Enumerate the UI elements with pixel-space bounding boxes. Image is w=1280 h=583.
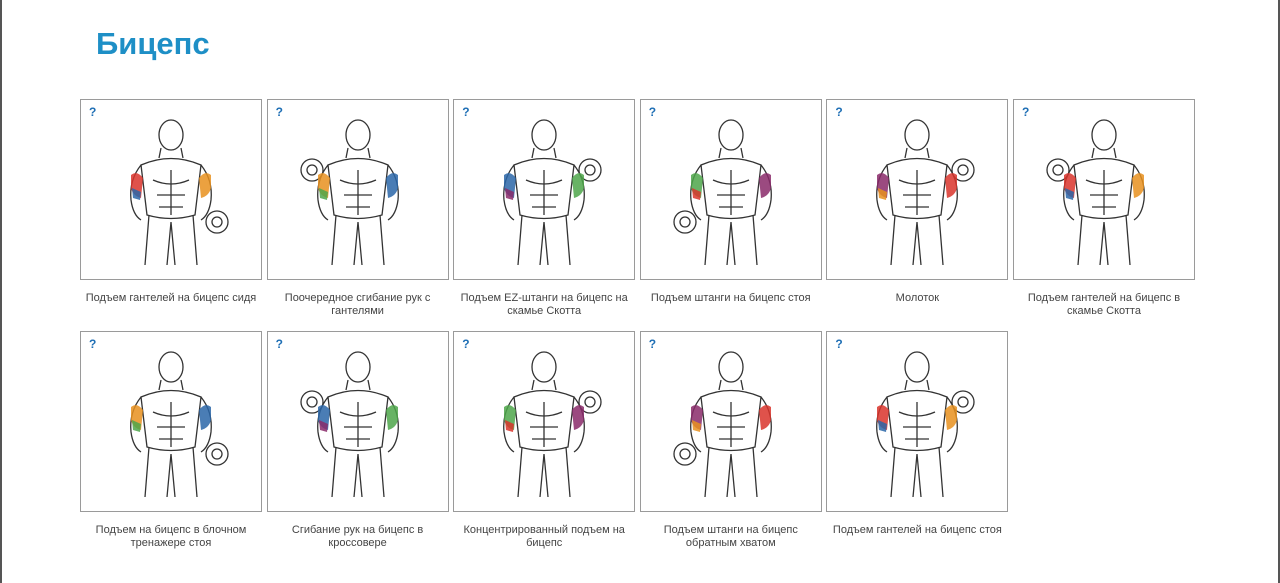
exercise-caption[interactable]: Подъем гантелей на бицепс стоя bbox=[832, 524, 1002, 536]
exercise-caption[interactable]: Подъем гантелей на бицепс в скамье Скотт… bbox=[1027, 292, 1181, 317]
exercise-item: ? Подъем штанги на бицепс стоя bbox=[639, 99, 822, 331]
exercise-item: ? Подъем на бицепс в блочном тренажере с… bbox=[80, 331, 262, 563]
exercise-card[interactable]: ? bbox=[826, 331, 1009, 512]
help-icon[interactable]: ? bbox=[648, 337, 657, 351]
exercise-illustration bbox=[130, 351, 229, 498]
exercise-caption[interactable]: Поочередное сгибание рук с гантелями bbox=[284, 292, 431, 317]
exercise-card[interactable]: ? bbox=[453, 331, 636, 512]
help-icon[interactable]: ? bbox=[1021, 105, 1030, 119]
exercise-illustration bbox=[299, 119, 399, 266]
exercise-illustration bbox=[1046, 119, 1145, 266]
exercise-card[interactable]: ? bbox=[453, 99, 636, 280]
help-icon[interactable]: ? bbox=[89, 105, 97, 119]
exercise-illustration bbox=[503, 119, 602, 266]
help-icon[interactable]: ? bbox=[462, 337, 470, 351]
exercise-grid: ? Подъем гантелей на бицепс сидя ? П bbox=[80, 99, 1195, 563]
exercise-item: ? Молоток bbox=[826, 99, 1009, 331]
window-border-left bbox=[0, 0, 2, 583]
help-icon[interactable]: ? bbox=[275, 337, 283, 351]
help-icon[interactable]: ? bbox=[275, 105, 283, 119]
exercise-item: ? Концентрированный подъем на бицепс bbox=[453, 331, 636, 563]
help-icon[interactable]: ? bbox=[648, 105, 657, 119]
page-title: Бицепс bbox=[96, 26, 210, 61]
exercise-card[interactable]: ? bbox=[639, 99, 822, 280]
exercise-caption[interactable]: Сгибание рук на бицепс в кроссовере bbox=[291, 524, 424, 549]
exercise-item: ? Подъем гантелей на бицепс стоя bbox=[826, 331, 1009, 563]
exercise-caption[interactable]: Концентрированный подъем на бицепс bbox=[463, 524, 625, 549]
exercise-item: ? Подъем штанги на бицепс обратным хвато… bbox=[639, 331, 822, 563]
exercise-caption[interactable]: Подъем EZ-штанги на бицепс на скамье Ско… bbox=[460, 292, 628, 317]
exercise-card[interactable]: ? bbox=[1012, 99, 1195, 280]
exercise-illustration bbox=[503, 351, 602, 498]
exercise-card[interactable]: ? bbox=[826, 99, 1009, 280]
exercise-caption[interactable]: Подъем гантелей на бицепс сидя bbox=[85, 292, 257, 304]
exercise-caption[interactable]: Молоток bbox=[895, 292, 940, 304]
exercise-item: ? Подъем гантелей на бицепс в скамье Ско… bbox=[1012, 99, 1195, 331]
exercise-item: ? Подъем EZ-штанги на бицепс на скамье С… bbox=[453, 99, 636, 331]
exercise-illustration bbox=[130, 119, 229, 266]
window-border-right bbox=[1278, 0, 1280, 583]
help-icon[interactable]: ? bbox=[835, 337, 843, 351]
exercise-illustration bbox=[299, 351, 399, 498]
exercise-item: ? Поочередное сгибание рук с гантелями bbox=[266, 99, 449, 331]
exercise-illustration bbox=[673, 351, 772, 498]
exercise-card[interactable]: ? bbox=[639, 331, 822, 512]
exercise-caption[interactable]: Подъем штанги на бицепс стоя bbox=[650, 292, 811, 304]
exercise-item: ? Подъем гантелей на бицепс сидя bbox=[80, 99, 262, 331]
exercise-illustration bbox=[673, 119, 772, 266]
exercise-caption[interactable]: Подъем штанги на бицепс обратным хватом bbox=[663, 524, 798, 549]
help-icon[interactable]: ? bbox=[462, 105, 470, 119]
exercise-card[interactable]: ? bbox=[266, 331, 449, 512]
exercise-card[interactable]: ? bbox=[80, 99, 262, 280]
exercise-illustration bbox=[876, 351, 976, 498]
help-icon[interactable]: ? bbox=[835, 105, 843, 119]
exercise-item: ? Сгибание рук на бицепс в кроссовере bbox=[266, 331, 449, 563]
exercise-card[interactable]: ? bbox=[266, 99, 449, 280]
exercise-illustration bbox=[876, 119, 976, 266]
exercise-caption[interactable]: Подъем на бицепс в блочном тренажере сто… bbox=[95, 524, 247, 549]
help-icon[interactable]: ? bbox=[89, 337, 97, 351]
exercise-card[interactable]: ? bbox=[80, 331, 262, 512]
